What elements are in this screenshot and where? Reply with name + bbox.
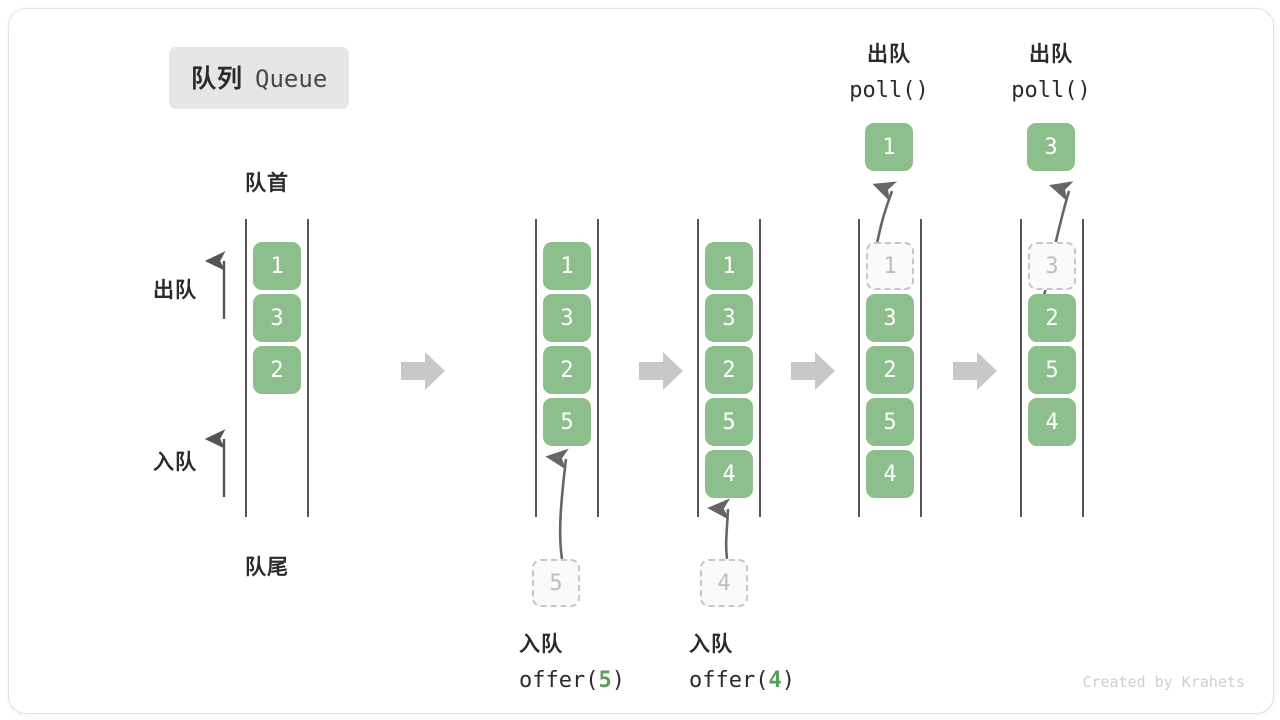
credit-text: Created by Krahets xyxy=(1082,673,1245,691)
queue-rail-right-0 xyxy=(307,219,309,517)
poll-1-code: poll() xyxy=(849,78,929,103)
queue-cell: 5 xyxy=(866,398,914,446)
label-queue-tail: 队尾 xyxy=(245,556,289,579)
transition-arrow-icon-3 xyxy=(791,352,835,390)
queue-rail-right-4 xyxy=(1082,219,1084,517)
queue-cell: 3 xyxy=(253,294,301,342)
queue-cell: 4 xyxy=(1028,398,1076,446)
queue-rail-right-2 xyxy=(759,219,761,517)
transition-arrow-icon-2 xyxy=(639,352,683,390)
queue-cell: 4 xyxy=(705,450,753,498)
transition-arrow-icon-4 xyxy=(953,352,997,390)
queue-cell: 2 xyxy=(1028,294,1076,342)
offer-4-arg: 4 xyxy=(768,668,782,693)
enqueue-curved-arrow-icon-4 xyxy=(707,498,731,560)
pending-cell-offer-4: 4 xyxy=(700,559,748,607)
queue-rail-left-4 xyxy=(1020,219,1022,517)
queue-cell: 2 xyxy=(866,346,914,394)
popped-cell-3: 3 xyxy=(1027,123,1075,171)
title-cn: 队列 xyxy=(191,65,244,93)
dequeue-up-arrow-icon xyxy=(204,251,226,319)
poll-3-code: poll() xyxy=(1011,78,1091,103)
queue-cell: 5 xyxy=(705,398,753,446)
queue-cell: 5 xyxy=(543,398,591,446)
offer-4-code: offer(4) xyxy=(689,663,809,699)
queue-cell: 1 xyxy=(543,242,591,290)
poll-1-cn: 出队 xyxy=(867,43,911,66)
operation-label-offer-4: 入队 offer(4) xyxy=(689,627,809,699)
offer-5-arg: 5 xyxy=(598,668,612,693)
offer-5-fn: offer( xyxy=(519,668,599,693)
offer-5-close: ) xyxy=(611,668,625,693)
queue-cell: 3 xyxy=(543,294,591,342)
label-enqueue-direction: 入队 xyxy=(153,451,197,474)
offer-5-code: offer(5) xyxy=(519,663,639,699)
popped-cell-1: 1 xyxy=(865,123,913,171)
queue-cell: 3 xyxy=(705,294,753,342)
poll-3-cn: 出队 xyxy=(1029,43,1073,66)
pending-cell-offer-5: 5 xyxy=(532,559,580,607)
operation-label-offer-5: 入队 offer(5) xyxy=(519,627,639,699)
queue-rail-right-3 xyxy=(920,219,922,517)
queue-rail-left-0 xyxy=(245,219,247,517)
label-dequeue-direction: 出队 xyxy=(153,279,197,302)
operation-label-poll-1: 出队 poll() xyxy=(829,37,949,109)
enqueue-up-arrow-icon xyxy=(204,429,226,497)
offer-4-cn: 入队 xyxy=(689,633,733,656)
transition-arrow-icon-1 xyxy=(401,352,445,390)
queue-cell: 2 xyxy=(253,346,301,394)
queue-rail-left-1 xyxy=(535,219,537,517)
queue-cell: 4 xyxy=(866,450,914,498)
title-en: Queue xyxy=(255,65,328,93)
queue-rail-left-2 xyxy=(697,219,699,517)
queue-cell: 2 xyxy=(705,346,753,394)
queue-ghost-cell: 1 xyxy=(866,242,914,290)
queue-cell: 3 xyxy=(866,294,914,342)
queue-rail-left-3 xyxy=(858,219,860,517)
queue-cell: 1 xyxy=(253,242,301,290)
offer-4-fn: offer( xyxy=(689,668,769,693)
enqueue-curved-arrow-icon-5 xyxy=(545,448,569,560)
operation-label-poll-3: 出队 poll() xyxy=(991,37,1111,109)
queue-cell: 1 xyxy=(705,242,753,290)
label-queue-head: 队首 xyxy=(245,172,289,195)
queue-cell: 5 xyxy=(1028,346,1076,394)
queue-rail-right-1 xyxy=(597,219,599,517)
offer-5-cn: 入队 xyxy=(519,633,563,656)
offer-4-close: ) xyxy=(781,668,795,693)
queue-ghost-cell: 3 xyxy=(1028,242,1076,290)
queue-cell: 2 xyxy=(543,346,591,394)
diagram-title-badge: 队列 Queue xyxy=(169,47,350,109)
